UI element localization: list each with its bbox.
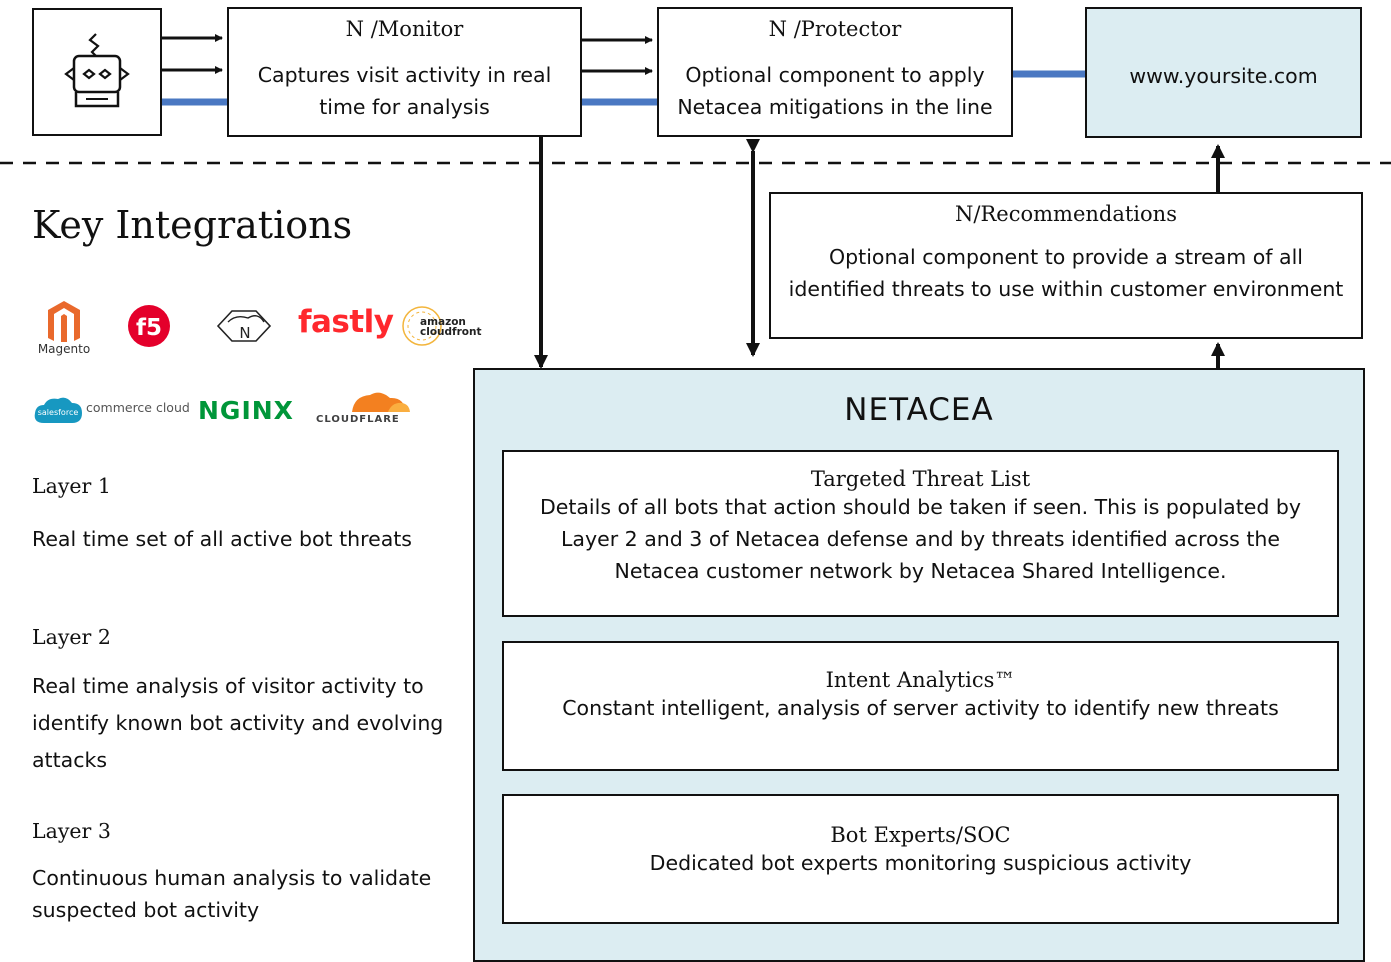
cloud-n-text: N: [239, 324, 250, 342]
recommendations-box: N/Recommendations Optional component to …: [769, 192, 1363, 339]
intent-analytics-box: Intent Analytics™ Constant intelligent, …: [502, 641, 1339, 771]
netacea-brand: NETACEA: [844, 392, 994, 428]
magento-label: Magento: [37, 342, 91, 356]
cloudflare-logo: CLOUDFLARE: [314, 388, 414, 428]
f5-text: f5: [136, 315, 162, 341]
bot-experts-box: Bot Experts/SOC Dedicated bot experts mo…: [502, 794, 1339, 924]
layer-2-description: Real time analysis of visitor activity t…: [32, 674, 444, 772]
protector-description: Optional component to apply Netacea miti…: [677, 63, 993, 119]
cloud-n-icon: N: [216, 310, 272, 342]
netacea-cloud-logo: N: [214, 304, 278, 352]
fastly-logo: fastly: [298, 304, 394, 340]
layer-1-title: Layer 1: [32, 474, 111, 498]
robot-icon: [64, 33, 130, 108]
cloudfront-icon: [402, 306, 442, 346]
recommendations-title: N/Recommendations: [955, 202, 1177, 226]
cloudflare-label: CLOUDFLARE: [316, 414, 400, 425]
monitor-description: Captures visit activity in real time for…: [257, 63, 552, 119]
layer-1-description: Real time set of all active bot threats: [32, 527, 412, 551]
targeted-threat-list-box: Targeted Threat List Details of all bots…: [502, 450, 1339, 617]
targeted-threat-list-title: Targeted Threat List: [810, 467, 1031, 491]
layer-3-description: Continuous human analysis to validate su…: [32, 866, 432, 922]
monitor-box: N /Monitor Captures visit activity in re…: [227, 7, 582, 137]
cloudfront-label: amazon cloudfront: [420, 316, 482, 338]
salesforce-cloud-icon: salesforce: [34, 397, 82, 423]
cloudflare-cloud-icon: [352, 392, 410, 412]
svg-text:salesforce: salesforce: [38, 408, 79, 417]
salesforce-commerce-label: commerce cloud: [86, 400, 190, 415]
layer-3-title: Layer 3: [32, 819, 111, 843]
targeted-threat-list-description: Details of all bots that action should b…: [539, 495, 1302, 583]
f5-mark-icon: f5: [128, 305, 170, 347]
intent-analytics-title: Intent Analytics™: [825, 668, 1016, 692]
bot-box: [32, 8, 162, 136]
site-label: www.yoursite.com: [1129, 64, 1318, 88]
layer-2-title: Layer 2: [32, 625, 111, 649]
magento-mark-icon: [48, 301, 80, 344]
protector-box: N /Protector Optional component to apply…: [657, 7, 1013, 137]
nginx-logo: NGINX: [198, 396, 294, 425]
site-box: www.yoursite.com: [1085, 7, 1362, 138]
protector-title: N /Protector: [768, 17, 902, 41]
netacea-panel: NETACEA Targeted Threat List Details of …: [473, 368, 1365, 962]
f5-logo: f5: [125, 304, 177, 354]
recommendations-description: Optional component to provide a stream o…: [788, 245, 1344, 301]
monitor-title: N /Monitor: [345, 17, 464, 41]
magento-logo: Magento: [32, 298, 96, 360]
bot-experts-title: Bot Experts/SOC: [830, 823, 1011, 847]
intent-analytics-description: Constant intelligent, analysis of server…: [562, 696, 1279, 720]
salesforce-commerce-cloud-logo: salesforce commerce cloud: [32, 393, 190, 429]
bot-experts-description: Dedicated bot experts monitoring suspici…: [649, 851, 1192, 875]
amazon-cloudfront-logo: amazon cloudfront: [398, 304, 482, 354]
key-integrations-heading: Key Integrations: [32, 203, 353, 247]
